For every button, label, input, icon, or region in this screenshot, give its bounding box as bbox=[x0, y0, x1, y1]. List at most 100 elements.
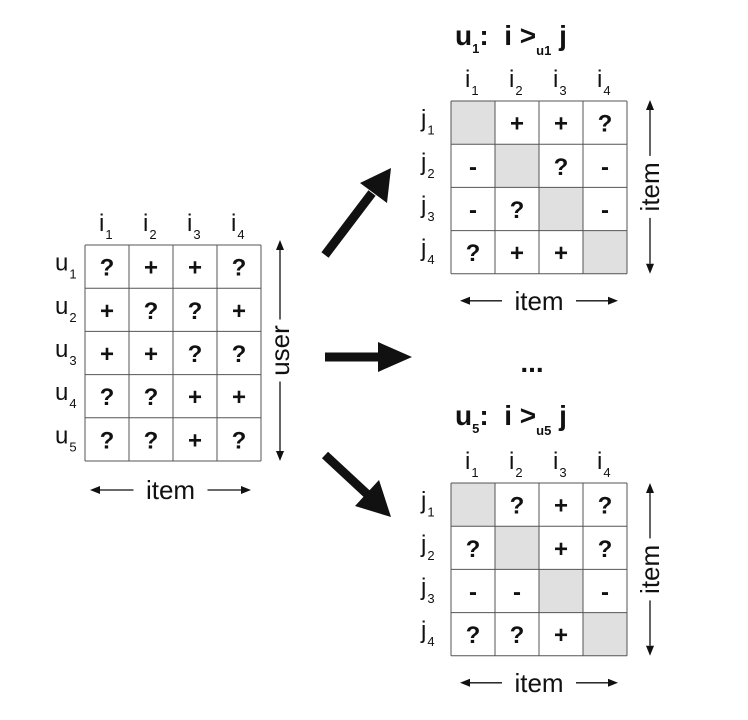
row-header: j1 bbox=[420, 106, 435, 138]
column-header: i2 bbox=[509, 66, 523, 98]
matrix-cell: + bbox=[188, 427, 202, 454]
matrix-cell: ? bbox=[554, 154, 569, 181]
right-axis-label: user bbox=[265, 325, 295, 376]
axis-label-bg bbox=[502, 284, 576, 313]
matrix-cell: + bbox=[554, 240, 568, 267]
bottom-axis-label: item bbox=[514, 286, 563, 316]
matrix-cell: ? bbox=[232, 427, 247, 454]
bottom-axis-arrow-head-right bbox=[608, 296, 618, 305]
matrix-cell: ? bbox=[466, 536, 481, 563]
ellipsis: ... bbox=[520, 347, 543, 378]
row-header: u3 bbox=[55, 336, 77, 368]
diagonal-cell bbox=[583, 230, 627, 274]
matrix-cell: - bbox=[601, 197, 609, 224]
row-header: u5 bbox=[55, 422, 77, 454]
axis-label-bg bbox=[636, 538, 664, 601]
matrix-cell: - bbox=[601, 154, 609, 181]
matrix-cell: ? bbox=[598, 493, 613, 520]
diagonal-cell bbox=[451, 483, 495, 527]
column-header: i1 bbox=[465, 448, 479, 480]
right-axis-label: item bbox=[635, 162, 665, 211]
arrow-to-bottom-matrix bbox=[321, 451, 391, 517]
diagonal-cell bbox=[451, 101, 495, 145]
right-axis-arrow-head-bottom bbox=[646, 263, 654, 274]
row-header: j2 bbox=[420, 149, 435, 181]
matrix-cell: - bbox=[469, 579, 477, 606]
diagonal-cell bbox=[495, 526, 539, 570]
right-axis-arrow-head-bottom bbox=[646, 645, 654, 656]
matrix-cell: + bbox=[144, 341, 158, 368]
row-header: j4 bbox=[420, 617, 435, 649]
axis-label-bg bbox=[636, 155, 664, 218]
matrix-cell: + bbox=[554, 111, 568, 138]
diagonal-cell bbox=[583, 612, 627, 656]
matrix-cell: ? bbox=[100, 427, 115, 454]
matrix-cell: - bbox=[513, 579, 521, 606]
right-axis-arrow-head-top bbox=[646, 483, 654, 493]
matrix-cell: - bbox=[469, 154, 477, 181]
matrix-cell: ? bbox=[232, 341, 247, 368]
matrix-cell: ? bbox=[100, 255, 115, 282]
matrix-cell: + bbox=[144, 255, 158, 282]
diagonal-cell bbox=[495, 144, 539, 188]
bottom-axis-arrow-head-left bbox=[460, 296, 470, 305]
right-axis-arrow-head-top bbox=[646, 100, 654, 110]
matrix-cell: ? bbox=[510, 493, 525, 520]
column-header: i3 bbox=[553, 448, 567, 480]
matrix-cell: ? bbox=[144, 298, 159, 325]
matrix-cell: + bbox=[188, 384, 202, 411]
matrix-cell: + bbox=[510, 111, 524, 138]
matrix-cell: ? bbox=[144, 427, 159, 454]
bottom-axis-arrow-head-right bbox=[241, 486, 251, 494]
matrix-cell: + bbox=[554, 493, 568, 520]
matrix-cell: ? bbox=[232, 255, 247, 282]
matrix-cell: + bbox=[100, 341, 114, 368]
matrix-cell: ? bbox=[144, 384, 159, 411]
matrix-cell: + bbox=[188, 255, 202, 282]
axis-label-bg bbox=[133, 474, 208, 502]
column-header: i2 bbox=[143, 210, 157, 242]
right-axis-label: item bbox=[635, 545, 665, 594]
matrix-title: u5: i >u5 j bbox=[455, 400, 567, 438]
matrix-cell: + bbox=[232, 298, 246, 325]
matrix-title: u1: i >u1 j bbox=[455, 20, 567, 58]
column-header: i3 bbox=[553, 66, 567, 98]
matrix-cell: ? bbox=[188, 298, 203, 325]
bottom-axis-arrow-head-left bbox=[460, 678, 470, 687]
matrix-cell: ? bbox=[466, 622, 481, 649]
matrix-cell: - bbox=[601, 579, 609, 606]
column-header: i3 bbox=[187, 210, 201, 242]
arrow-to-top-matrix bbox=[321, 168, 391, 258]
row-header: j3 bbox=[420, 192, 435, 224]
column-header: i1 bbox=[99, 210, 113, 242]
matrix-cell: + bbox=[510, 240, 524, 267]
row-header: j3 bbox=[420, 574, 435, 606]
row-header: u1 bbox=[55, 250, 77, 282]
column-header: i1 bbox=[465, 66, 479, 98]
user5-pairwise-matrix: u5: i >u5 j? +?? +? - - -?? + i1 i2 i3 i4 j1 j2 j3 j4 i… bbox=[420, 400, 665, 698]
right-axis-arrow-head-top bbox=[276, 240, 284, 250]
right-axis-arrow-head-bottom bbox=[276, 451, 284, 461]
matrix-cell: ? bbox=[100, 384, 115, 411]
matrix-cell: ? bbox=[510, 622, 525, 649]
row-header: u2 bbox=[55, 293, 77, 325]
column-header: i2 bbox=[509, 448, 523, 480]
diagonal-cell bbox=[539, 569, 583, 613]
matrix-cell: + bbox=[100, 298, 114, 325]
matrix-cell: + bbox=[554, 536, 568, 563]
row-header: u4 bbox=[55, 379, 77, 411]
matrix-cell: - bbox=[469, 197, 477, 224]
row-header: j1 bbox=[420, 488, 435, 520]
bottom-axis-label: item bbox=[514, 668, 563, 698]
matrix-cell: ? bbox=[598, 536, 613, 563]
axis-label-bg bbox=[266, 319, 294, 382]
column-header: i4 bbox=[597, 448, 611, 480]
matrix-cell: + bbox=[554, 622, 568, 649]
row-header: j2 bbox=[420, 531, 435, 563]
matrix-cell: + bbox=[232, 384, 246, 411]
matrix-cell: ? bbox=[188, 341, 203, 368]
column-header: i4 bbox=[597, 66, 611, 98]
